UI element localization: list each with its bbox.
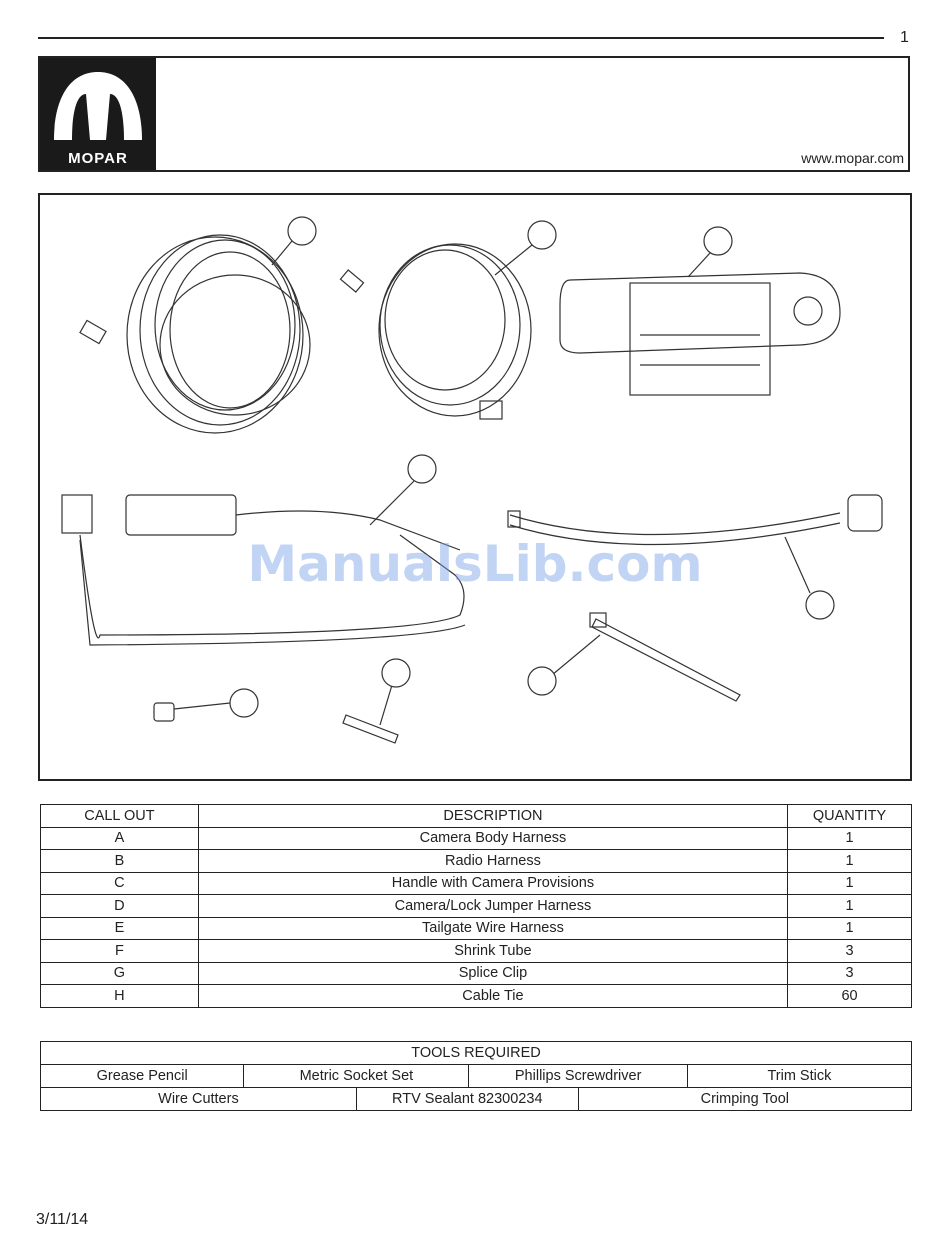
callout-circle bbox=[805, 590, 835, 620]
quantity-cell: 1 bbox=[787, 871, 912, 895]
quantity-cell: 1 bbox=[787, 849, 912, 873]
tools-table: TOOLS REQUIRED Grease Pencil Metric Sock… bbox=[39, 1041, 913, 1111]
parts-table-header: CALL OUT DESCRIPTION QUANTITY bbox=[40, 804, 912, 828]
description-cell: Camera Body Harness bbox=[197, 826, 789, 850]
callout-cell: G bbox=[40, 961, 199, 985]
tailgate-wire-harness-drawing bbox=[507, 494, 883, 546]
callout-cell: E bbox=[40, 916, 199, 940]
quantity-cell: 1 bbox=[787, 916, 912, 940]
tools-table-title: TOOLS REQUIRED bbox=[40, 1041, 912, 1065]
callout-cell: C bbox=[40, 871, 199, 895]
page-number: 1 bbox=[900, 29, 909, 46]
tool-cell: Crimping Tool bbox=[577, 1087, 913, 1111]
quantity-cell: 60 bbox=[787, 984, 912, 1008]
tool-cell: Grease Pencil bbox=[39, 1064, 245, 1088]
callout-cell: F bbox=[40, 939, 199, 963]
tool-cell: Metric Socket Set bbox=[243, 1064, 470, 1088]
header-call-out: CALL OUT bbox=[40, 804, 199, 828]
callout-cell: B bbox=[40, 849, 199, 873]
quantity-cell: 3 bbox=[787, 939, 912, 963]
handle-drawing bbox=[559, 272, 841, 396]
description-cell: Camera/Lock Jumper Harness bbox=[197, 894, 789, 918]
tool-cell: Trim Stick bbox=[686, 1064, 913, 1088]
splice-clip-drawing bbox=[153, 702, 231, 722]
callout-circle bbox=[229, 688, 259, 718]
quantity-cell: 3 bbox=[787, 961, 912, 985]
callout-circle bbox=[703, 226, 733, 256]
description-cell: Radio Harness bbox=[197, 849, 789, 873]
callout-circle bbox=[287, 216, 317, 246]
description-cell: Splice Clip bbox=[197, 961, 789, 985]
description-cell: Shrink Tube bbox=[197, 939, 789, 963]
header-description: DESCRIPTION bbox=[197, 804, 789, 828]
callout-circle bbox=[381, 658, 411, 688]
callout-circle bbox=[527, 220, 557, 250]
description-cell: Tailgate Wire Harness bbox=[197, 916, 789, 940]
tool-cell: Wire Cutters bbox=[40, 1087, 357, 1111]
callout-cell: A bbox=[40, 826, 199, 850]
description-cell: Handle with Camera Provisions bbox=[197, 871, 789, 895]
table-row: Wire Cutters RTV Sealant 82300234 Crimpi… bbox=[40, 1087, 913, 1111]
mopar-logo: MOPAR bbox=[40, 58, 156, 170]
parts-illustration: ManualsLib.com bbox=[38, 193, 912, 781]
callout-cell: H bbox=[40, 984, 199, 1008]
description-cell: Cable Tie bbox=[197, 984, 789, 1008]
cable-tie-drawing bbox=[551, 612, 741, 702]
quantity-cell: 1 bbox=[787, 894, 912, 918]
callout-circle bbox=[527, 666, 557, 696]
document-header: MOPAR www.mopar.com bbox=[38, 56, 910, 172]
tool-cell: Phillips Screwdriver bbox=[468, 1064, 688, 1088]
table-row: Grease Pencil Metric Socket Set Phillips… bbox=[39, 1064, 913, 1088]
radio-harness-drawing bbox=[339, 243, 532, 420]
callout-circle bbox=[407, 454, 437, 484]
quantity-cell: 1 bbox=[787, 826, 912, 850]
website-url: www.mopar.com bbox=[801, 150, 904, 166]
shrink-tube-drawing bbox=[342, 684, 399, 744]
watermark: ManualsLib.com bbox=[247, 535, 703, 593]
top-rule bbox=[38, 37, 884, 39]
tool-cell: RTV Sealant 82300234 bbox=[355, 1087, 579, 1111]
callout-cell: D bbox=[40, 894, 199, 918]
logo-text: MOPAR bbox=[68, 150, 128, 167]
document-date: 3/11/14 bbox=[36, 1211, 89, 1228]
header-quantity: QUANTITY bbox=[787, 804, 912, 828]
camera-body-harness-drawing bbox=[79, 234, 311, 434]
